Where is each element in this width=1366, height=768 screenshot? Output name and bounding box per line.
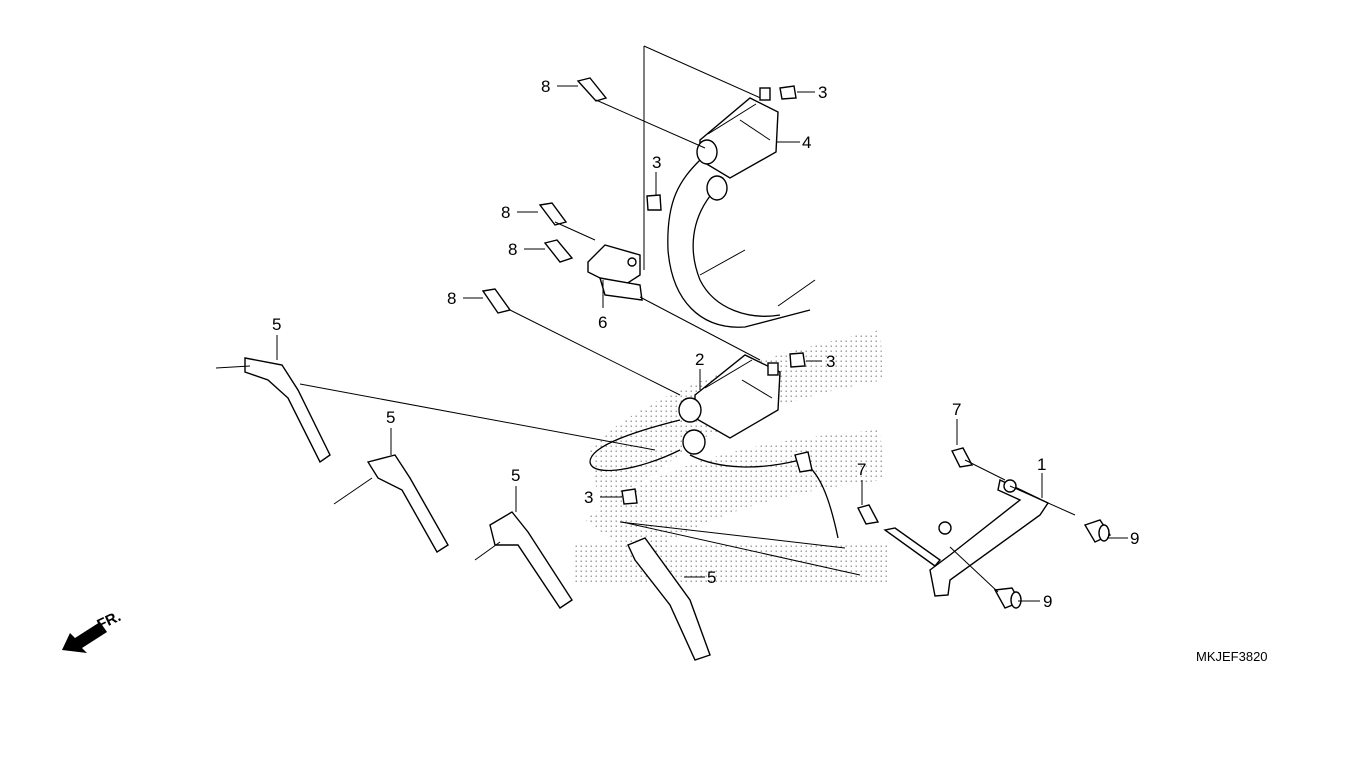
callout-6: 6 — [598, 313, 607, 332]
callout-5: 5 — [272, 315, 281, 334]
callout-3: 3 — [584, 488, 593, 507]
callout-labels: 8 3 4 3 8 8 6 8 5 2 3 5 7 1 5 7 3 9 5 9 — [272, 77, 1139, 611]
fr-label: FR. — [95, 608, 124, 634]
leader-lines — [276, 85, 1128, 602]
callout-4: 4 — [802, 133, 811, 152]
callout-3: 3 — [826, 352, 835, 371]
mount-bracket — [883, 478, 1076, 597]
callout-2: 2 — [695, 350, 704, 369]
spark-plug-caps — [215, 357, 861, 661]
callout-9: 9 — [1043, 592, 1052, 611]
callout-9: 9 — [1130, 529, 1139, 548]
callout-5: 5 — [707, 568, 716, 587]
drawing-code: MKJEF3820 — [1196, 649, 1268, 664]
callout-1: 1 — [1037, 455, 1046, 474]
bolts-and-clips — [481, 77, 1006, 525]
callout-7: 7 — [857, 460, 866, 479]
lower-ignition-coil — [589, 354, 839, 539]
callout-8: 8 — [508, 240, 517, 259]
front-direction-arrow: FR. — [62, 608, 124, 653]
callout-5: 5 — [511, 466, 520, 485]
callout-3: 3 — [818, 83, 827, 102]
callout-8: 8 — [501, 203, 510, 222]
callout-5: 5 — [386, 408, 395, 427]
coil-bracket — [587, 244, 761, 361]
callout-8: 8 — [447, 289, 456, 308]
callout-8: 8 — [541, 77, 550, 96]
upper-ignition-coil — [643, 45, 816, 328]
callout-7: 7 — [952, 400, 961, 419]
callout-3: 3 — [652, 153, 661, 172]
grommets — [949, 519, 1112, 609]
